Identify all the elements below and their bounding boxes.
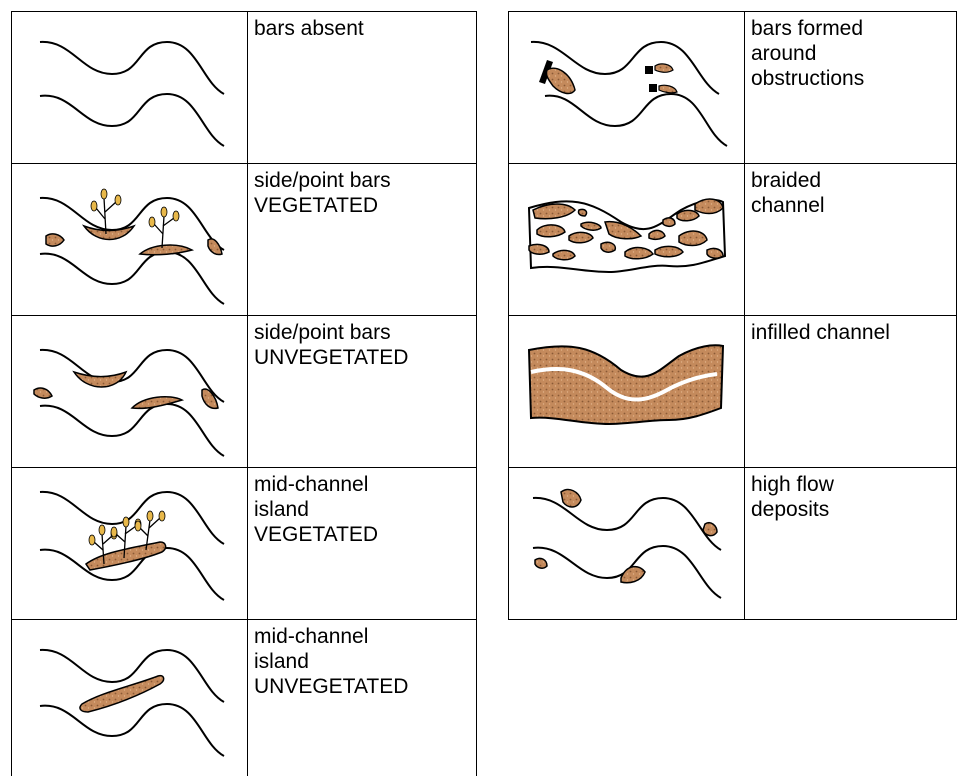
side-point-bars-unvegetated-diagram [12,316,247,467]
label-infilled-channel: infilled channel [751,320,956,345]
diagram-cell [12,316,248,468]
table-row: high flow deposits [509,468,957,620]
mid-channel-island-unvegetated-diagram [12,620,247,776]
side-point-bars-vegetated-diagram [12,164,247,315]
table-row: side/point bars UNVEGETATED [12,316,477,468]
label-cell: side/point bars VEGETATED [248,164,477,316]
table-row: braided channel [509,164,957,316]
diagram-cell [509,12,745,164]
label-high-flow-deposits: high flow deposits [751,472,956,522]
table-row: mid-channel island VEGETATED [12,468,477,620]
label-side-point-bars-vegetated: side/point bars VEGETATED [254,168,476,218]
label-cell: braided channel [745,164,957,316]
table-row: bars formed around obstructions [509,12,957,164]
label-mid-channel-island-vegetated: mid-channel island VEGETATED [254,472,476,547]
diagram-cell [509,164,745,316]
label-cell: mid-channel island VEGETATED [248,468,477,620]
left-table: bars absent side/point bars VEGE [11,11,477,776]
label-bars-around-obstructions: bars formed around obstructions [751,16,956,91]
diagram-cell [12,12,248,164]
label-cell: mid-channel island UNVEGETATED [248,620,477,776]
label-braided-channel: braided channel [751,168,956,218]
table-row: mid-channel island UNVEGETATED [12,620,477,776]
high-flow-deposits-diagram [509,468,744,619]
label-cell: bars formed around obstructions [745,12,957,164]
diagram-cell [12,468,248,620]
label-side-point-bars-unvegetated: side/point bars UNVEGETATED [254,320,476,370]
label-cell: infilled channel [745,316,957,468]
label-cell: side/point bars UNVEGETATED [248,316,477,468]
table-row: infilled channel [509,316,957,468]
table-row: side/point bars VEGETATED [12,164,477,316]
label-bars-absent: bars absent [254,16,476,41]
right-table: bars formed around obstructions [508,11,957,620]
bars-absent-diagram [12,12,247,163]
label-cell: high flow deposits [745,468,957,620]
label-mid-channel-island-unvegetated: mid-channel island UNVEGETATED [254,624,476,699]
mid-channel-island-vegetated-diagram [12,468,247,619]
diagram-cell [12,164,248,316]
diagram-cell [509,468,745,620]
braided-channel-diagram [509,164,744,315]
infilled-channel-diagram [509,316,744,467]
diagram-cell [509,316,745,468]
bars-around-obstructions-diagram [509,12,744,163]
label-cell: bars absent [248,12,477,164]
table-row: bars absent [12,12,477,164]
diagram-cell [12,620,248,776]
